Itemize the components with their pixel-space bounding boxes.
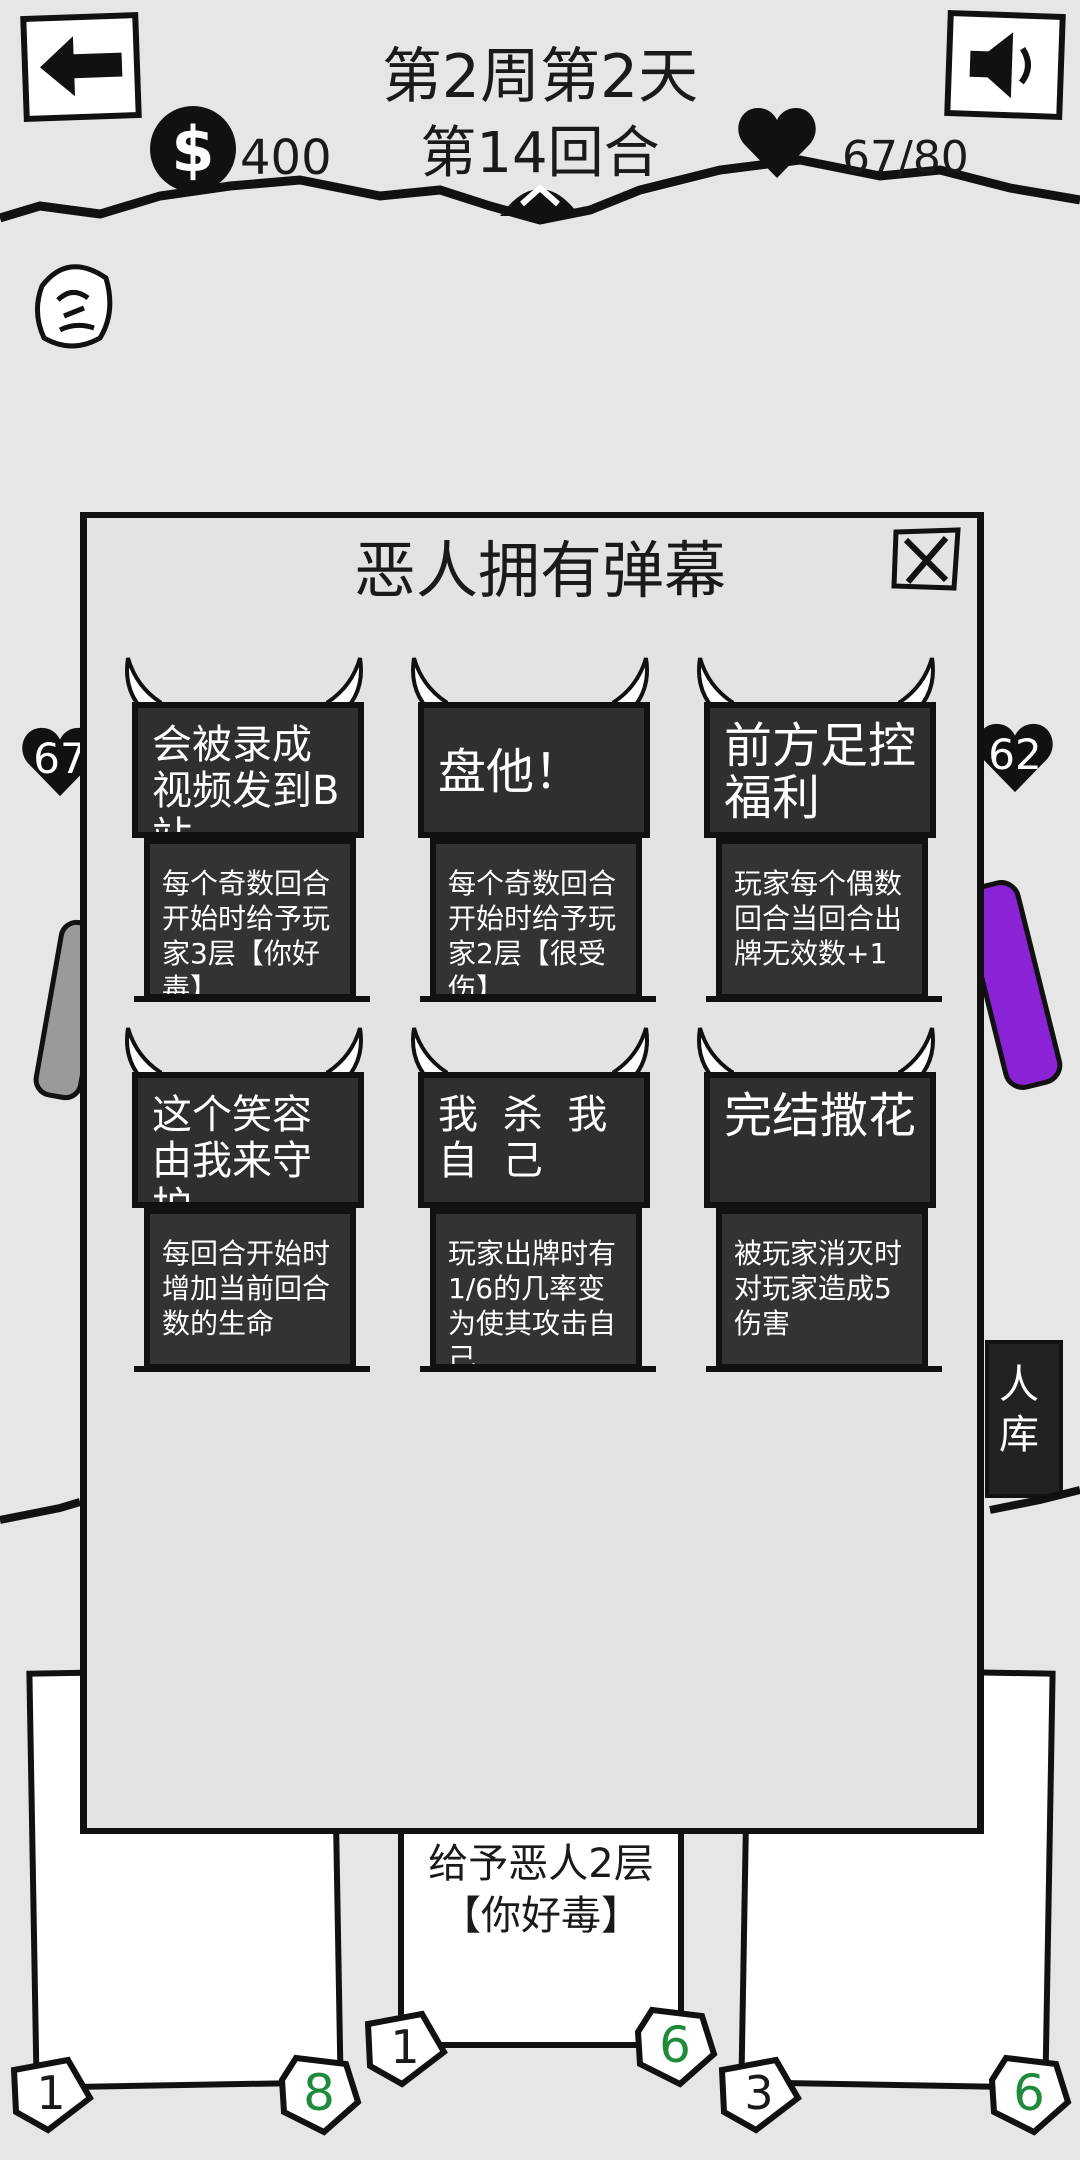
right-deck-panel[interactable]: 人 库 (985, 1340, 1063, 1498)
speaker-icon (969, 32, 1031, 99)
right-deck-label: 人 库 (999, 1362, 1039, 1458)
right-enemy-health: 62 (975, 720, 1055, 796)
villain-card-3-effect: 玩家每个偶数回合当回合出牌无效数+1 (716, 838, 928, 1000)
week-day-label: 第2周第2天 (381, 42, 699, 112)
villain-card-6-effect: 被玩家消灭时对玩家造成5伤害 (716, 1208, 928, 1370)
hand-card-3-power: 6 (986, 2050, 1072, 2136)
hand-card-2-text: 给予恶人2层【你好毒】 (428, 1841, 654, 1939)
money-value: 400 (240, 130, 332, 186)
villain-card-2[interactable]: 盘他！ 每个奇数回合开始时给予玩家2层【很受伤】 (408, 656, 656, 1002)
back-button[interactable] (20, 11, 142, 123)
villain-card-1-effect: 每个奇数回合开始时给予玩家3层【你好毒】 (144, 838, 356, 1000)
left-enemy-health: 67 (20, 724, 100, 800)
villain-card-6-name: 完结撒花 (704, 1072, 936, 1208)
health-value: 67/80 (842, 132, 969, 183)
right-enemy-hp: 62 (988, 730, 1042, 779)
hand-card-2-cost-value: 1 (390, 2020, 420, 2074)
hand-card-1-power-value: 8 (303, 2064, 335, 2122)
hand-card-2-cost: 1 (362, 2004, 448, 2090)
left-enemy-hp: 67 (33, 734, 87, 783)
villain-card-1-name: 会被录成视频发到B站 (132, 702, 364, 838)
coin-icon: $ (150, 106, 236, 192)
hand-card-2[interactable]: 给予恶人2层【你好毒】 (398, 1818, 684, 2048)
hand-card-1-cost: 1 (8, 2050, 94, 2136)
hand-card-2-power-value: 6 (659, 2016, 691, 2074)
villain-emblem-icon[interactable] (28, 256, 118, 352)
close-icon (891, 527, 961, 591)
villain-card-5[interactable]: 我 杀 我 自 己 玩家出牌时有1/6的几率变为使其攻击自己 (408, 1026, 656, 1372)
sound-button[interactable] (944, 9, 1066, 121)
villain-card-5-effect: 玩家出牌时有1/6的几率变为使其攻击自己 (430, 1208, 642, 1370)
villain-card-2-name: 盘他！ (418, 702, 650, 838)
villain-card-3-name: 前方足控福利 (704, 702, 936, 838)
hand-card-3-cost-value: 3 (744, 2066, 774, 2120)
hand-card-1-power: 8 (276, 2050, 362, 2136)
hand-card-3-power-value: 6 (1013, 2064, 1045, 2122)
villain-card-4-name: 这个笑容由我来守护 (132, 1072, 364, 1208)
villain-card-6[interactable]: 完结撒花 被玩家消灭时对玩家造成5伤害 (694, 1026, 942, 1372)
card-base-line (706, 996, 942, 1002)
villain-card-4[interactable]: 这个笑容由我来守护 每回合开始时增加当前回合数的生命 (122, 1026, 370, 1372)
heart-icon (22, 727, 98, 797)
dialog-title: 恶人拥有弹幕 (353, 534, 726, 607)
close-button[interactable] (888, 524, 964, 594)
scene-ground-line (0, 1486, 1080, 1524)
villain-card-4-effect: 每回合开始时增加当前回合数的生命 (144, 1208, 356, 1370)
hand-card-3-cost: 3 (716, 2050, 802, 2136)
card-base-line (134, 1366, 370, 1372)
villain-card-3[interactable]: 前方足控福利 玩家每个偶数回合当回合出牌无效数+1 (694, 656, 942, 1002)
heart-icon (738, 108, 816, 178)
card-base-line (420, 996, 656, 1002)
card-base-line (420, 1366, 656, 1372)
villain-card-1[interactable]: 会被录成视频发到B站 每个奇数回合开始时给予玩家3层【你好毒】 (122, 656, 370, 1002)
arrow-left-icon (39, 36, 123, 97)
villain-card-5-name: 我 杀 我 自 己 (418, 1072, 650, 1208)
card-base-line (134, 996, 370, 1002)
round-label: 第14回合 (420, 121, 660, 186)
hand-card-2-power: 6 (632, 2002, 718, 2088)
expand-up-button[interactable] (494, 166, 586, 222)
hand-card-1-cost-value: 1 (36, 2066, 66, 2120)
card-base-line (706, 1366, 942, 1372)
heart-icon (977, 723, 1053, 793)
villain-card-2-effect: 每个奇数回合开始时给予玩家2层【很受伤】 (430, 838, 642, 1000)
